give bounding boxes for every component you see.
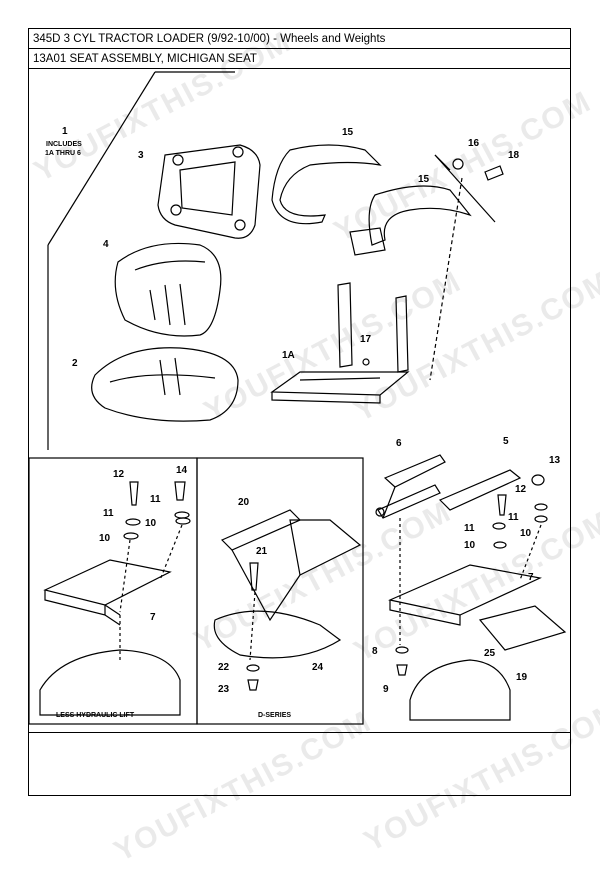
callout-label: 20	[238, 497, 250, 508]
callout-label: 18	[508, 150, 520, 161]
callout-label: 10	[520, 528, 532, 539]
callout-label: 4	[103, 239, 109, 250]
callout-label: 25	[484, 648, 496, 659]
less-hydraulic-lift-parts	[39, 481, 191, 716]
callout-label: 1A	[282, 350, 295, 361]
callout-label: 17	[360, 334, 372, 345]
callout-label: 13	[549, 455, 561, 466]
callout-label: 7	[528, 572, 534, 583]
callout-label: 11	[464, 523, 475, 534]
callout-label: 16	[468, 138, 480, 149]
backrest-cushion	[114, 242, 222, 337]
note-number: 1	[62, 126, 68, 137]
leader-line	[47, 71, 156, 246]
note-line: INCLUDES	[46, 141, 82, 148]
less-hydraulic-lift-box	[28, 457, 198, 725]
seat-slide-parts	[375, 454, 567, 721]
callout-label: 5	[503, 436, 509, 447]
backrest-plate	[157, 144, 261, 239]
d-series-box	[196, 457, 364, 725]
footer-divider	[29, 732, 570, 733]
callout-label: 9	[383, 684, 389, 695]
page-title: 345D 3 CYL TRACTOR LOADER (9/92-10/00) -…	[29, 29, 570, 49]
callout-label: 15	[418, 174, 430, 185]
callout-label: 11	[508, 512, 519, 523]
callout-label: 14	[176, 465, 188, 476]
note-line: 1A THRU 6	[45, 150, 81, 157]
callout-label: 19	[516, 672, 528, 683]
callout-label: 8	[372, 646, 378, 657]
belt-bolt	[434, 154, 504, 223]
callout-label: 10	[99, 533, 111, 544]
part-17-fastener	[362, 358, 370, 366]
caption-d-series: D-SERIES	[258, 712, 291, 719]
seat-belt	[271, 144, 472, 256]
seat-cushion	[91, 347, 239, 422]
callout-label: 10	[145, 518, 157, 529]
callout-label: 21	[256, 546, 268, 557]
leader-line	[429, 177, 463, 381]
seat-assembly-diagram: 1 INCLUDES 1A THRU 6 3 4 2 15 15 16 18	[28, 71, 567, 725]
callout-label: 6	[396, 438, 402, 449]
callout-label: 12	[113, 469, 125, 480]
d-series-parts	[213, 509, 362, 691]
callout-label: 11	[150, 494, 161, 505]
callout-label: 23	[218, 684, 230, 695]
page-subtitle: 13A01 SEAT ASSEMBLY, MICHIGAN SEAT	[29, 49, 570, 69]
callout-label: 2	[72, 358, 78, 369]
callout-label: 22	[218, 662, 230, 673]
caption-less-hydraulic-lift: LESS HYDRAULIC LIFT	[56, 712, 135, 719]
page-frame: 345D 3 CYL TRACTOR LOADER (9/92-10/00) -…	[28, 28, 571, 796]
callout-label: 24	[312, 662, 324, 673]
callout-label: 11	[103, 508, 114, 519]
callout-label: 10	[464, 540, 476, 551]
callout-label: 7	[150, 612, 156, 623]
seat-frame	[270, 282, 410, 404]
callout-label: 15	[342, 127, 354, 138]
callout-label: 12	[515, 484, 527, 495]
callout-label: 3	[138, 150, 144, 161]
